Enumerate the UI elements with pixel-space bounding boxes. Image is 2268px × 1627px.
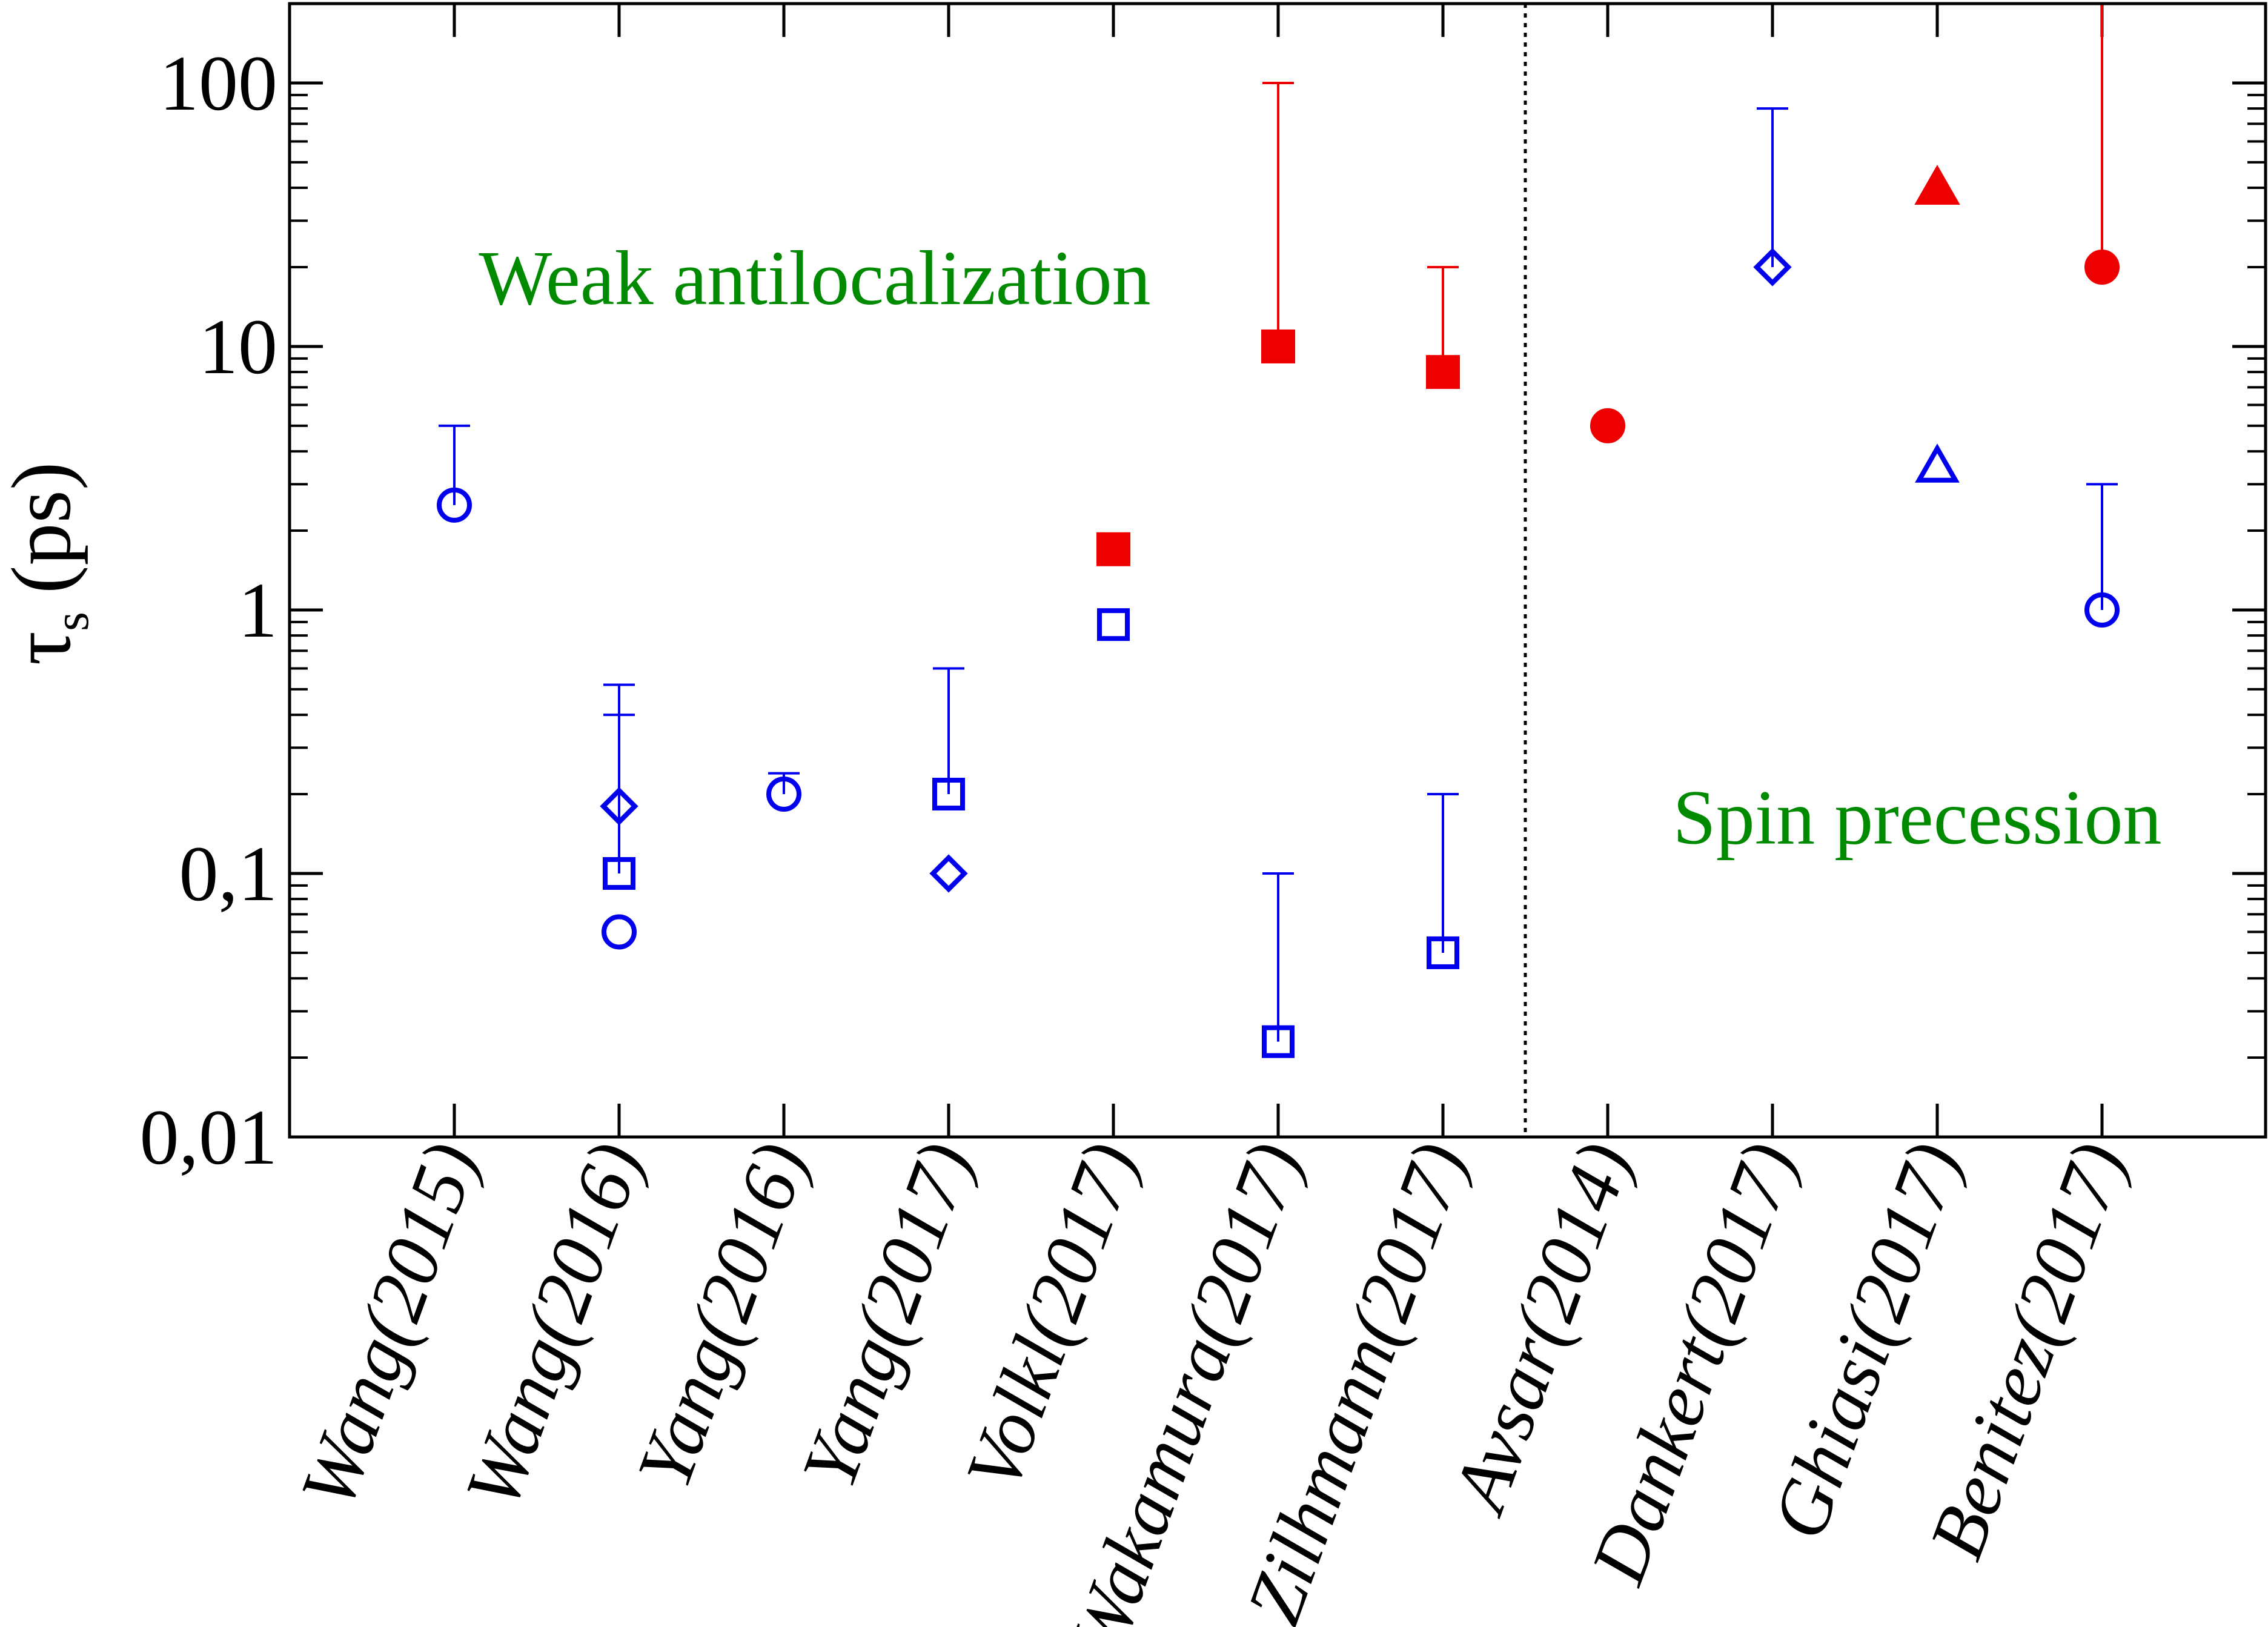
marker-diamond (1753, 248, 1792, 287)
label-layer: 0,010,1110100Wang(2015)Wang(2016)Yang(20… (140, 40, 2162, 1627)
error-bar (2086, 2, 2118, 268)
region-label-right: Spin precession (1673, 774, 2162, 860)
y-tick-label: 0,1 (179, 830, 278, 918)
marker-triangle (1915, 443, 1960, 483)
marker-square (932, 778, 965, 811)
marker-square (1097, 608, 1130, 641)
region-label-left: Weak antilocalization (479, 235, 1150, 321)
error-bar (1757, 107, 1788, 268)
y-tick-label: 0,01 (140, 1094, 278, 1181)
marker-square (1262, 1025, 1295, 1058)
marker-circle (2084, 250, 2120, 285)
plot-frame (288, 2, 2267, 1139)
marker-triangle (1914, 165, 1960, 205)
marker-square (1096, 532, 1130, 566)
y-tick-label: 100 (159, 40, 277, 127)
marker-layer (437, 165, 2120, 1058)
marker-circle (437, 487, 472, 523)
error-bar (933, 667, 964, 795)
error-bar-layer (439, 2, 2118, 1042)
marker-square (603, 857, 635, 890)
x-category-label: Yang(2017) (785, 1132, 989, 1499)
error-bar (1262, 872, 1294, 1042)
marker-square (1426, 355, 1460, 389)
y-axis-label-unit: (ps) (0, 462, 88, 594)
error-bar (1427, 266, 1459, 373)
marker-diamond (600, 787, 638, 826)
marker-square (1261, 329, 1295, 363)
error-bar (1427, 793, 1459, 953)
error-bar (2086, 483, 2118, 610)
error-bar (603, 714, 635, 873)
y-axis-label: τs (ps) (0, 462, 99, 665)
y-tick-label: 1 (238, 567, 277, 654)
marker-circle (1590, 408, 1625, 443)
marker-circle (766, 777, 801, 812)
y-axis-label-symbol: τ (0, 631, 88, 665)
marker-circle (2084, 592, 2120, 628)
marker-diamond (929, 854, 968, 893)
y-axis-label-subscript: s (44, 612, 99, 631)
error-bar (1262, 81, 1294, 346)
marker-square (1427, 936, 1459, 969)
x-category-label: Yang(2016) (620, 1132, 824, 1499)
marker-circle (602, 914, 637, 950)
y-tick-label: 10 (199, 303, 277, 391)
